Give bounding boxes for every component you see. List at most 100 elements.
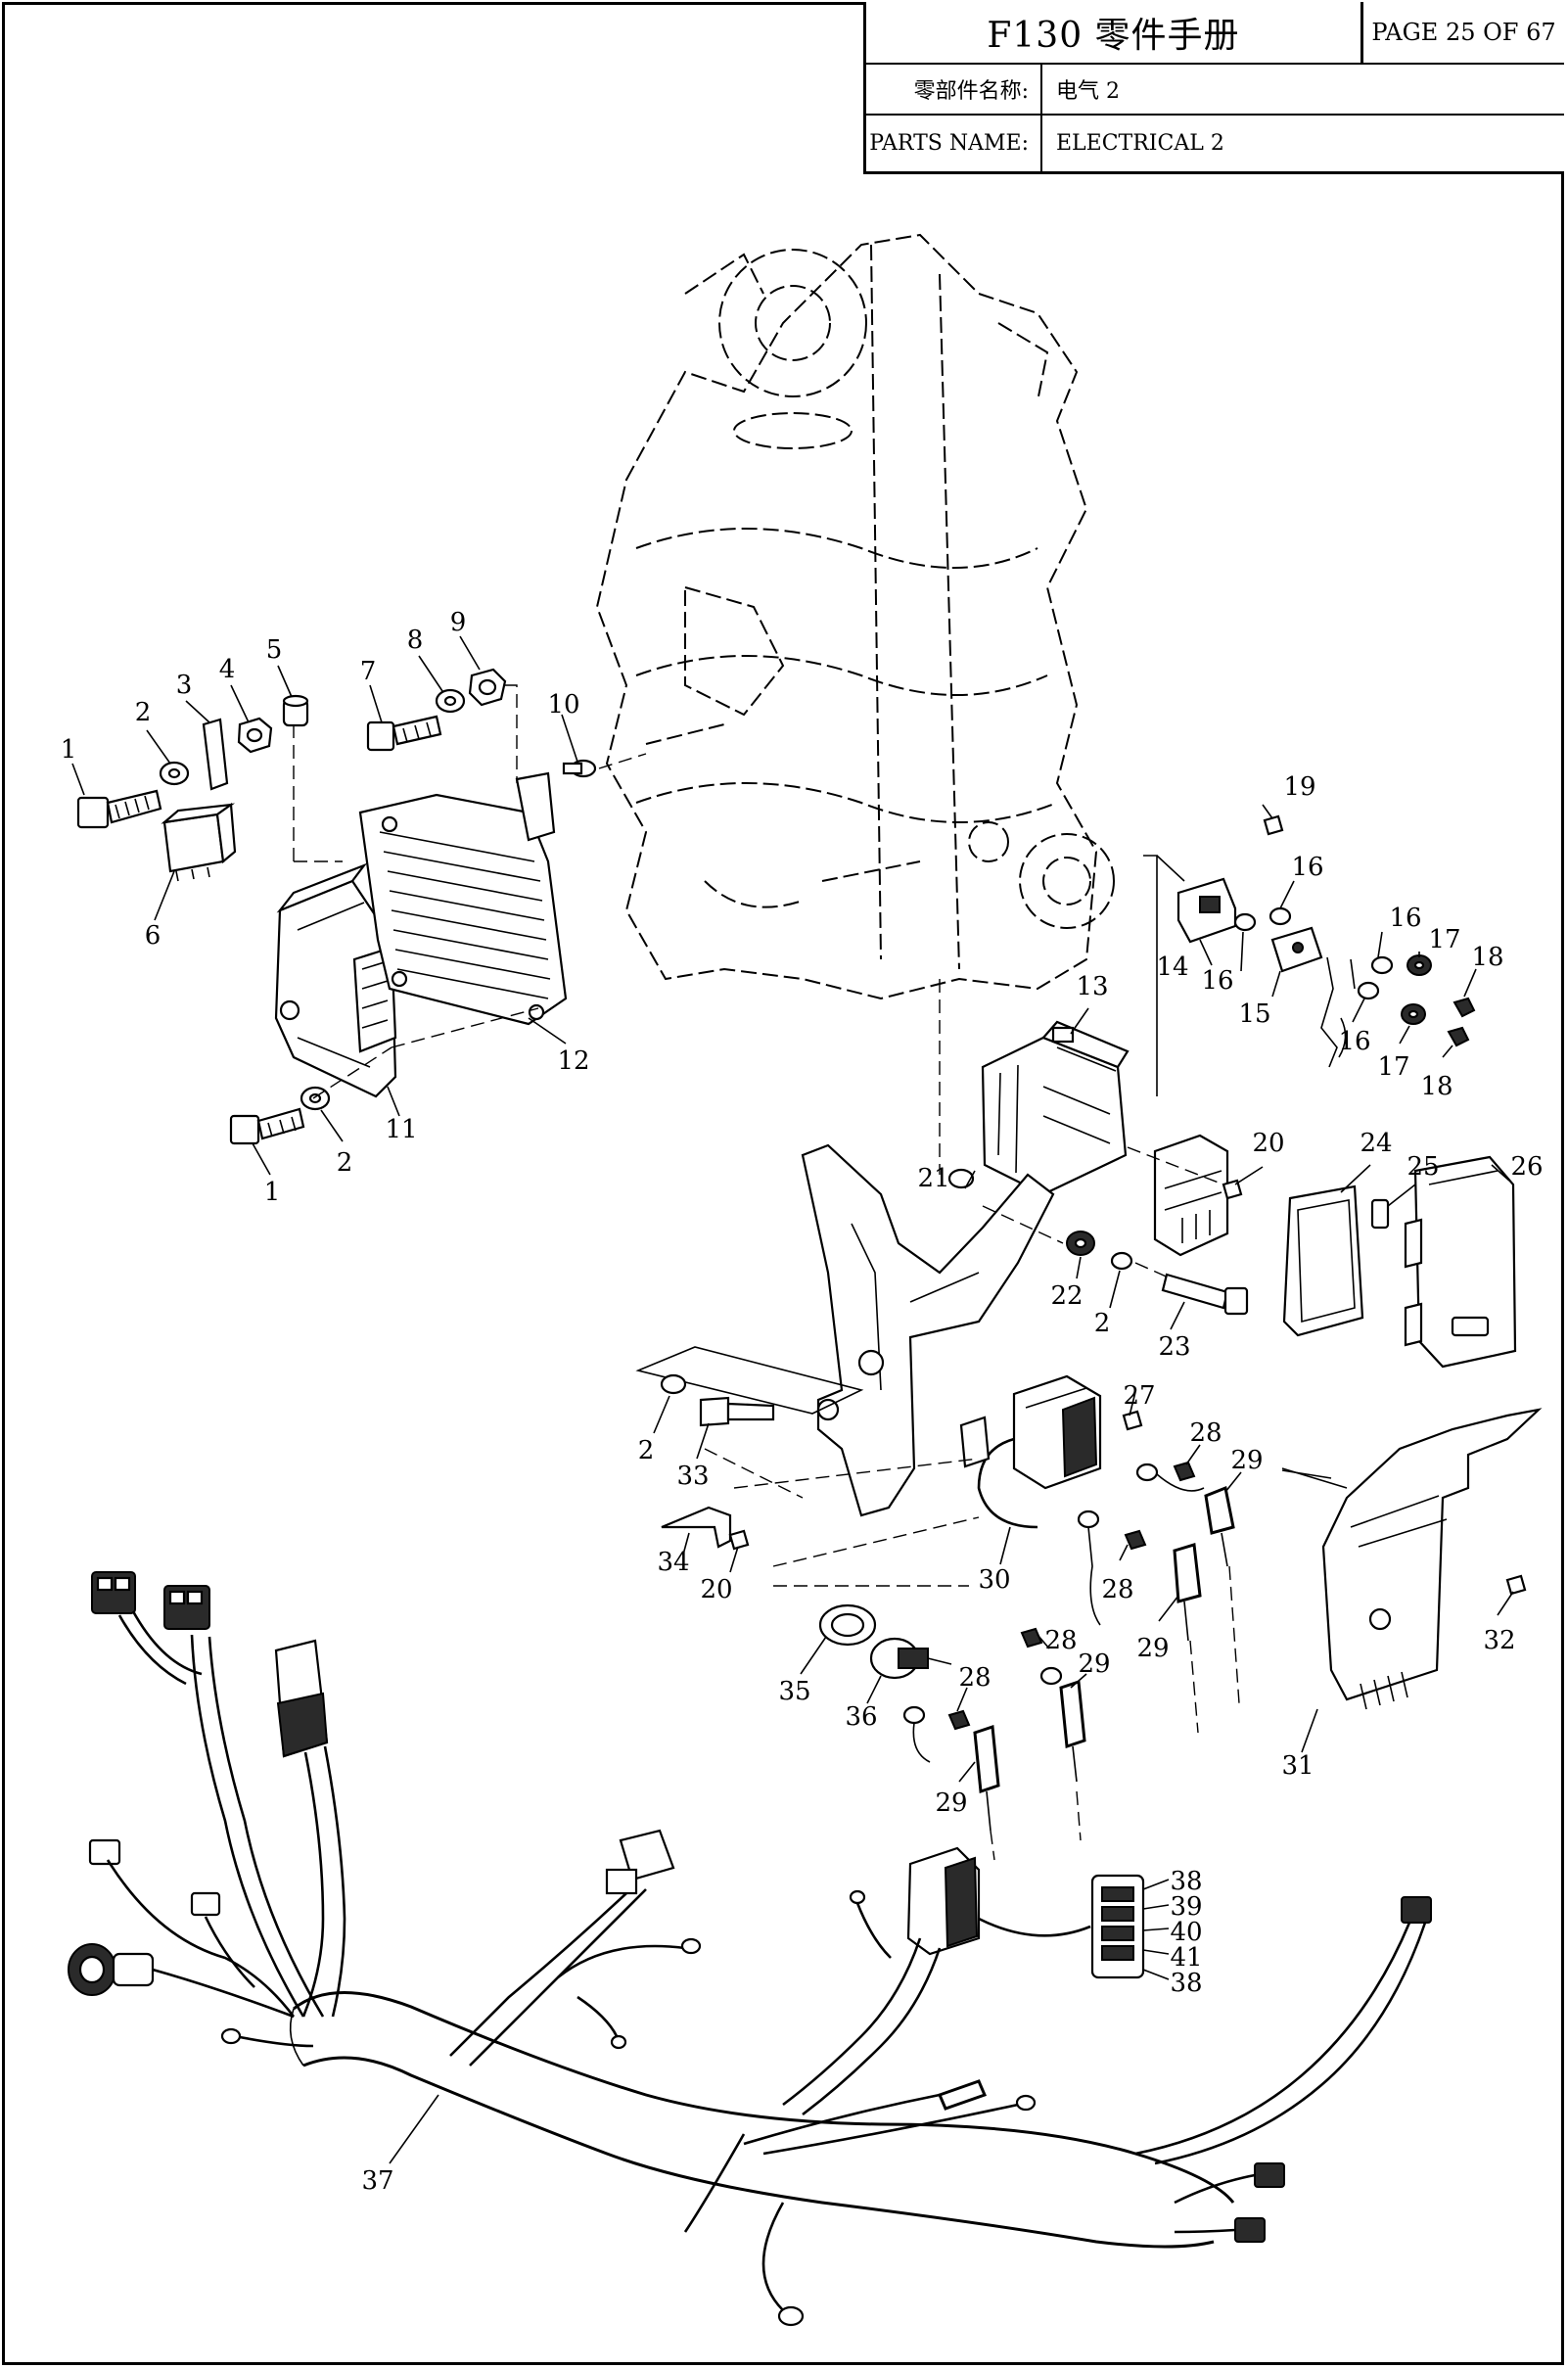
ecu-cover-12 (358, 771, 568, 1026)
callout-39: 39 (1170, 1892, 1202, 1922)
callout-17a: 17 (1428, 925, 1460, 954)
name-en-row: PARTS NAME: ELECTRICAL 2 (866, 116, 1564, 171)
callout-32: 32 (1483, 1626, 1515, 1655)
callout-28d: 28 (958, 1663, 991, 1693)
grommet-5 (282, 694, 309, 727)
seal-24 (1282, 1184, 1364, 1337)
nut-4 (237, 717, 273, 754)
nut-17a (1407, 954, 1432, 976)
plate-15 (1270, 926, 1323, 973)
callout-20b: 20 (700, 1575, 732, 1604)
washer-2-upper (159, 761, 190, 786)
callout-33: 33 (676, 1462, 709, 1491)
cap-29d (973, 1724, 1000, 1832)
washer-8 (435, 688, 466, 714)
wiring-harness-37 (68, 1571, 1432, 2327)
clip-25 (1370, 1198, 1390, 1230)
cover-26 (1404, 1155, 1517, 1369)
callout-20a: 20 (1252, 1129, 1284, 1158)
callout-29c: 29 (1078, 1649, 1110, 1679)
callout-14: 14 (1156, 952, 1188, 982)
screw-19 (1263, 814, 1284, 836)
callout-17b: 17 (1377, 1052, 1409, 1082)
nut-18a (1453, 997, 1476, 1018)
relay-block (1153, 1134, 1229, 1257)
harness-connector-4 (190, 1891, 221, 1917)
callout-31: 31 (1281, 1751, 1314, 1781)
nut-28d (947, 1709, 971, 1731)
leader-box (635, 1346, 864, 1415)
name-cn-value: 电气 2 (1056, 79, 1120, 104)
harness-connector-1 (91, 1571, 136, 1614)
callout-6: 6 (145, 921, 161, 951)
callout-19: 19 (1283, 772, 1315, 802)
callout-8: 8 (407, 626, 424, 655)
callout-18b: 18 (1420, 1072, 1453, 1101)
name-en-value: ELECTRICAL 2 (1056, 131, 1224, 156)
bracket-14 (1176, 877, 1237, 944)
callout-3: 3 (176, 671, 193, 700)
callout-38a: 38 (1170, 1867, 1202, 1896)
callout-1-upper: 1 (61, 735, 77, 765)
callout-2-mid: 2 (638, 1436, 655, 1465)
bolt-33 (699, 1396, 775, 1427)
rectifier-30 (959, 1374, 1102, 1529)
nut-18b (1447, 1026, 1470, 1047)
callout-16b: 16 (1389, 904, 1421, 933)
callout-12: 12 (557, 1046, 589, 1076)
callout-41: 41 (1170, 1943, 1202, 1973)
harness-connector-7 (1254, 2162, 1285, 2188)
callout-29b: 29 (1136, 1634, 1169, 1663)
relay-6 (161, 802, 237, 882)
callout-16d: 16 (1338, 1027, 1370, 1056)
callout-7: 7 (360, 657, 377, 686)
nut-28a (1173, 1461, 1196, 1482)
name-cn-row: 零部件名称: 电气 2 (866, 65, 1564, 116)
callout-1-lower: 1 (264, 1178, 281, 1207)
harness-connector-2 (163, 1585, 210, 1630)
fuse-box-group (801, 804, 1517, 1517)
callout-30: 30 (978, 1565, 1010, 1595)
washer-16a (1268, 906, 1292, 926)
screw-20-lower (728, 1529, 750, 1551)
washer-2-mid (660, 1373, 687, 1395)
name-en-label: PARTS NAME: (866, 116, 1042, 171)
bolt-7 (366, 715, 442, 752)
washer-16d (1357, 981, 1380, 1000)
bolt-1-lower (229, 1107, 305, 1145)
callout-15: 15 (1238, 999, 1270, 1029)
harness-ecu-connector (274, 1639, 329, 1758)
callout-21: 21 (917, 1164, 949, 1193)
terminal-block-38-41 (1090, 1874, 1145, 1979)
callout-9: 9 (450, 608, 467, 637)
callout-2-right: 2 (1094, 1309, 1111, 1338)
clip-3 (202, 718, 229, 791)
harness-round-connector (68, 1943, 155, 1996)
name-cn-label: 零部件名称: (866, 65, 1042, 114)
washer-16c (1370, 955, 1394, 975)
callout-29d: 29 (935, 1788, 967, 1818)
callout-40: 40 (1170, 1918, 1202, 1947)
callout-10: 10 (547, 690, 579, 720)
callout-37: 37 (361, 2166, 393, 2196)
rectifier-group (635, 1346, 1332, 1861)
callout-36: 36 (845, 1702, 877, 1732)
callout-4: 4 (219, 655, 236, 684)
nut-28c (1020, 1627, 1043, 1649)
callout-22: 22 (1050, 1281, 1083, 1311)
callout-24: 24 (1360, 1129, 1392, 1158)
callout-27: 27 (1123, 1381, 1155, 1411)
callout-29a: 29 (1230, 1446, 1263, 1475)
callout-2-lower: 2 (337, 1148, 353, 1178)
callout-18a: 18 (1471, 943, 1503, 972)
pin-10 (562, 759, 597, 778)
callout-11: 11 (385, 1115, 417, 1144)
washer-2-right (1110, 1251, 1133, 1271)
screw-27 (1122, 1410, 1143, 1431)
callout-28c: 28 (1044, 1626, 1077, 1655)
callout-16a: 16 (1291, 853, 1323, 882)
callout-labels: 1 2 3 4 5 6 7 8 9 10 12 11 2 1 19 16 16 … (61, 608, 1544, 2196)
title-row: F130 零件手册 PAGE 25 OF 67 (866, 2, 1564, 65)
